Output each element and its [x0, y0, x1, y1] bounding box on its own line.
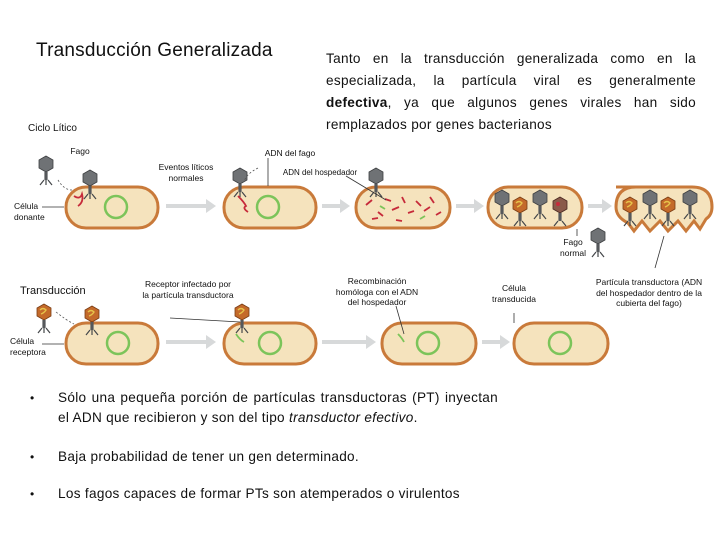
recipient-cell-2: [222, 321, 318, 366]
bullet-1-text: Sólo una pequeña porción de partículas t…: [58, 388, 498, 428]
phage-dna-strand: [73, 190, 84, 207]
slide-title: Transducción Generalizada: [36, 40, 273, 61]
label-adn-hospedador: ADN del hospedador: [282, 168, 358, 177]
label-adn-fago: ADN del fago: [264, 148, 316, 158]
phage-dna-strand: [237, 195, 249, 213]
recipient-cell-3: [380, 321, 478, 366]
bullet-3-text: Los fagos capaces de formar PTs son atem…: [58, 486, 460, 501]
label-celula-donante: Célula donante: [14, 201, 45, 222]
label-celula-receptora: Célula receptora: [10, 336, 46, 357]
arrow-icon: [588, 199, 612, 213]
arrow-icon: [322, 335, 376, 349]
donor-cell-3: [354, 185, 452, 230]
label-eventos-liticos: Eventos líticos normales: [158, 162, 214, 183]
arrow-icon: [166, 335, 216, 349]
donor-cell-2: [222, 185, 318, 230]
arrow-icon: [166, 199, 216, 213]
arrow-icon: [482, 335, 510, 349]
recipient-cell-1: [64, 321, 160, 366]
label-celula-transducida: Célula transducida: [492, 283, 536, 304]
label-fago: Fago: [70, 146, 90, 156]
bullet-dot: •: [30, 391, 35, 405]
label-recombinacion: Recombinación homóloga con el ADN del ho…: [335, 276, 419, 307]
transduced-cell: [512, 321, 610, 366]
arrow-icon: [456, 199, 484, 213]
label-receptor-infectado: Receptor infectado por la partícula tran…: [142, 279, 234, 300]
label-ciclo-litico: Ciclo Lítico: [28, 123, 77, 134]
bullet-1-emphasis: transductor efectivo: [289, 410, 414, 425]
label-fago-normal: Fago normal: [560, 237, 586, 258]
description-part2: , ya que algunos genes virales han sido …: [326, 95, 696, 132]
phage-icon: [38, 155, 54, 186]
bullet-1-part-a: Sólo una pequeña porción de partículas t…: [58, 390, 498, 425]
description-bold: defectiva: [326, 95, 388, 110]
bullet-dot: •: [30, 450, 35, 464]
bullet-dot: •: [30, 487, 35, 501]
description-part1: Tanto en la transducción generalizada co…: [326, 51, 696, 88]
arrow-icon: [322, 199, 350, 213]
label-transduccion: Transducción: [20, 285, 86, 297]
bullet-2-text: Baja probabilidad de tener un gen determ…: [58, 449, 359, 464]
donor-cell-1: [64, 185, 160, 230]
label-particula-transductora: Partícula transductora (ADN del hospedad…: [595, 277, 703, 308]
description-text: Tanto en la transducción generalizada co…: [326, 48, 696, 136]
bullet-1-part-b: .: [413, 410, 418, 425]
transducing-particle-icon: [36, 303, 52, 334]
